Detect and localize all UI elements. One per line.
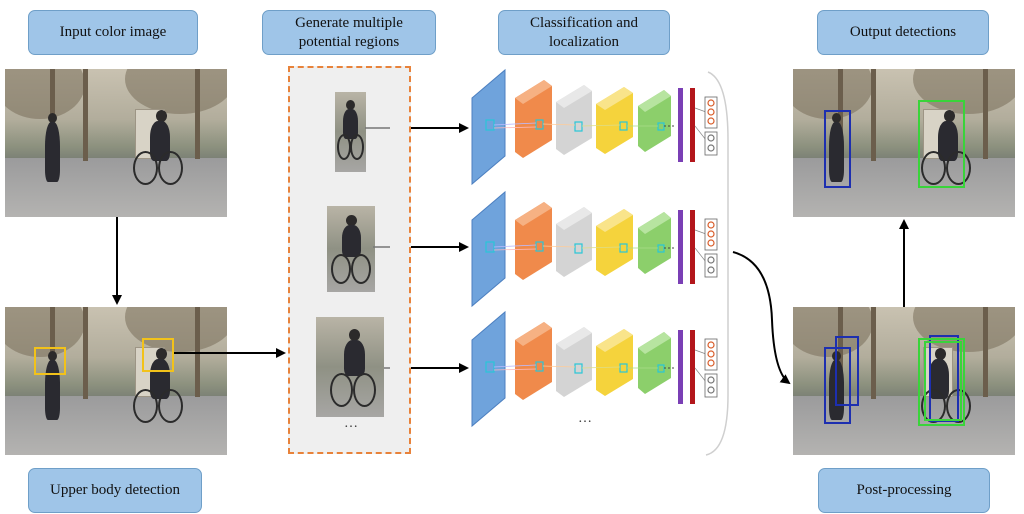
- cnn-branch-3: [471, 311, 718, 427]
- generate-regions-label: Generate multiple potential regions: [262, 10, 436, 55]
- candidate-box-green-1: [918, 338, 965, 426]
- regions-ellipsis: …: [344, 416, 358, 431]
- region-crop-3: [316, 317, 384, 417]
- networks-ellipsis: …: [578, 411, 592, 426]
- curved-arrow-icon: [732, 251, 791, 385]
- upper-body-detection-label: Upper body detection: [28, 468, 202, 513]
- post-processing-label: Post-processing: [818, 468, 990, 513]
- post-processing-image: [793, 307, 1015, 455]
- network-bracket: [705, 71, 729, 456]
- output-image: [793, 69, 1015, 217]
- classification-localization-label: Classification and localization: [498, 10, 670, 55]
- upper-body-box-left: [34, 347, 66, 375]
- output-box-cyclist: [918, 100, 965, 188]
- upper-body-detection-image: [5, 307, 227, 455]
- candidate-box-blue-1: [824, 347, 851, 424]
- output-box-pedestrian: [824, 110, 851, 188]
- potential-regions-panel: …: [288, 66, 411, 454]
- candidate-box-blue-2: [835, 336, 859, 406]
- region-crop-1: [335, 92, 366, 172]
- input-color-image-label: Input color image: [28, 10, 198, 55]
- candidate-box-blue-3: [929, 335, 959, 422]
- output-detections-label: Output detections: [817, 10, 989, 55]
- cnn-branch-2: [471, 191, 718, 307]
- upper-body-box-right: [142, 338, 174, 372]
- input-image: [5, 69, 227, 217]
- region-crop-2: [327, 206, 375, 292]
- cnn-branch-1: [471, 69, 718, 185]
- candidate-box-green-2: [924, 341, 962, 421]
